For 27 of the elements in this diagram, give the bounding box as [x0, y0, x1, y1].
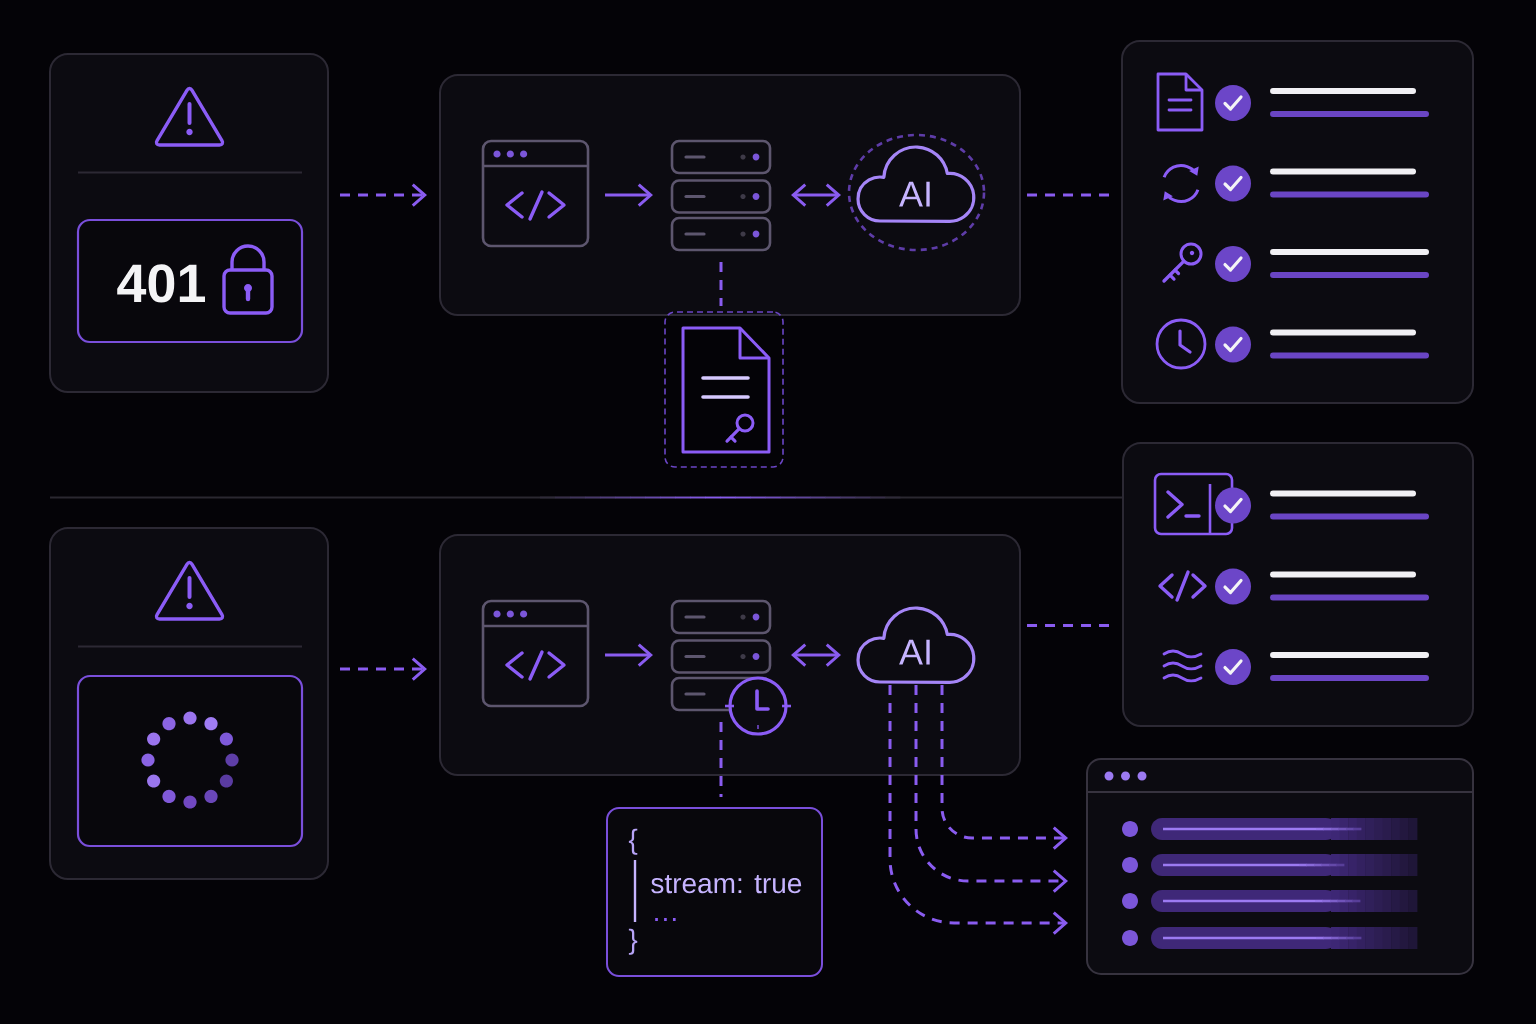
arrow: [605, 183, 653, 207]
dashed-line: [1027, 624, 1112, 627]
dashed-line: [719, 262, 723, 306]
checklist-panel: [1122, 442, 1474, 727]
panel: [439, 74, 1021, 316]
server-icon: [670, 599, 772, 712]
dashed-arrow: [940, 685, 1068, 850]
dashed-frame: [664, 311, 784, 468]
code-window-icon: [481, 599, 590, 708]
rounded-box: 401: [76, 218, 304, 344]
double-arrow: [791, 643, 841, 667]
rounded-box: [76, 674, 304, 848]
code-window-icon: [481, 139, 590, 248]
dashed-line: [1027, 193, 1112, 197]
server-icon: [670, 139, 772, 252]
panel: [439, 534, 1021, 776]
dashed-arrow: [340, 657, 427, 681]
checklist-panel: [1121, 40, 1474, 404]
dashed-arrow: [888, 685, 1068, 935]
cloud: AI: [856, 145, 976, 223]
double-arrow: [791, 183, 841, 207]
cloud: AI: [856, 606, 976, 684]
dashed-arrow: [914, 685, 1068, 893]
arrow: [605, 643, 653, 667]
dashed-arrow: [340, 183, 427, 207]
dashed-line: [719, 722, 723, 797]
code-box: { stream: true … }: [606, 807, 823, 977]
